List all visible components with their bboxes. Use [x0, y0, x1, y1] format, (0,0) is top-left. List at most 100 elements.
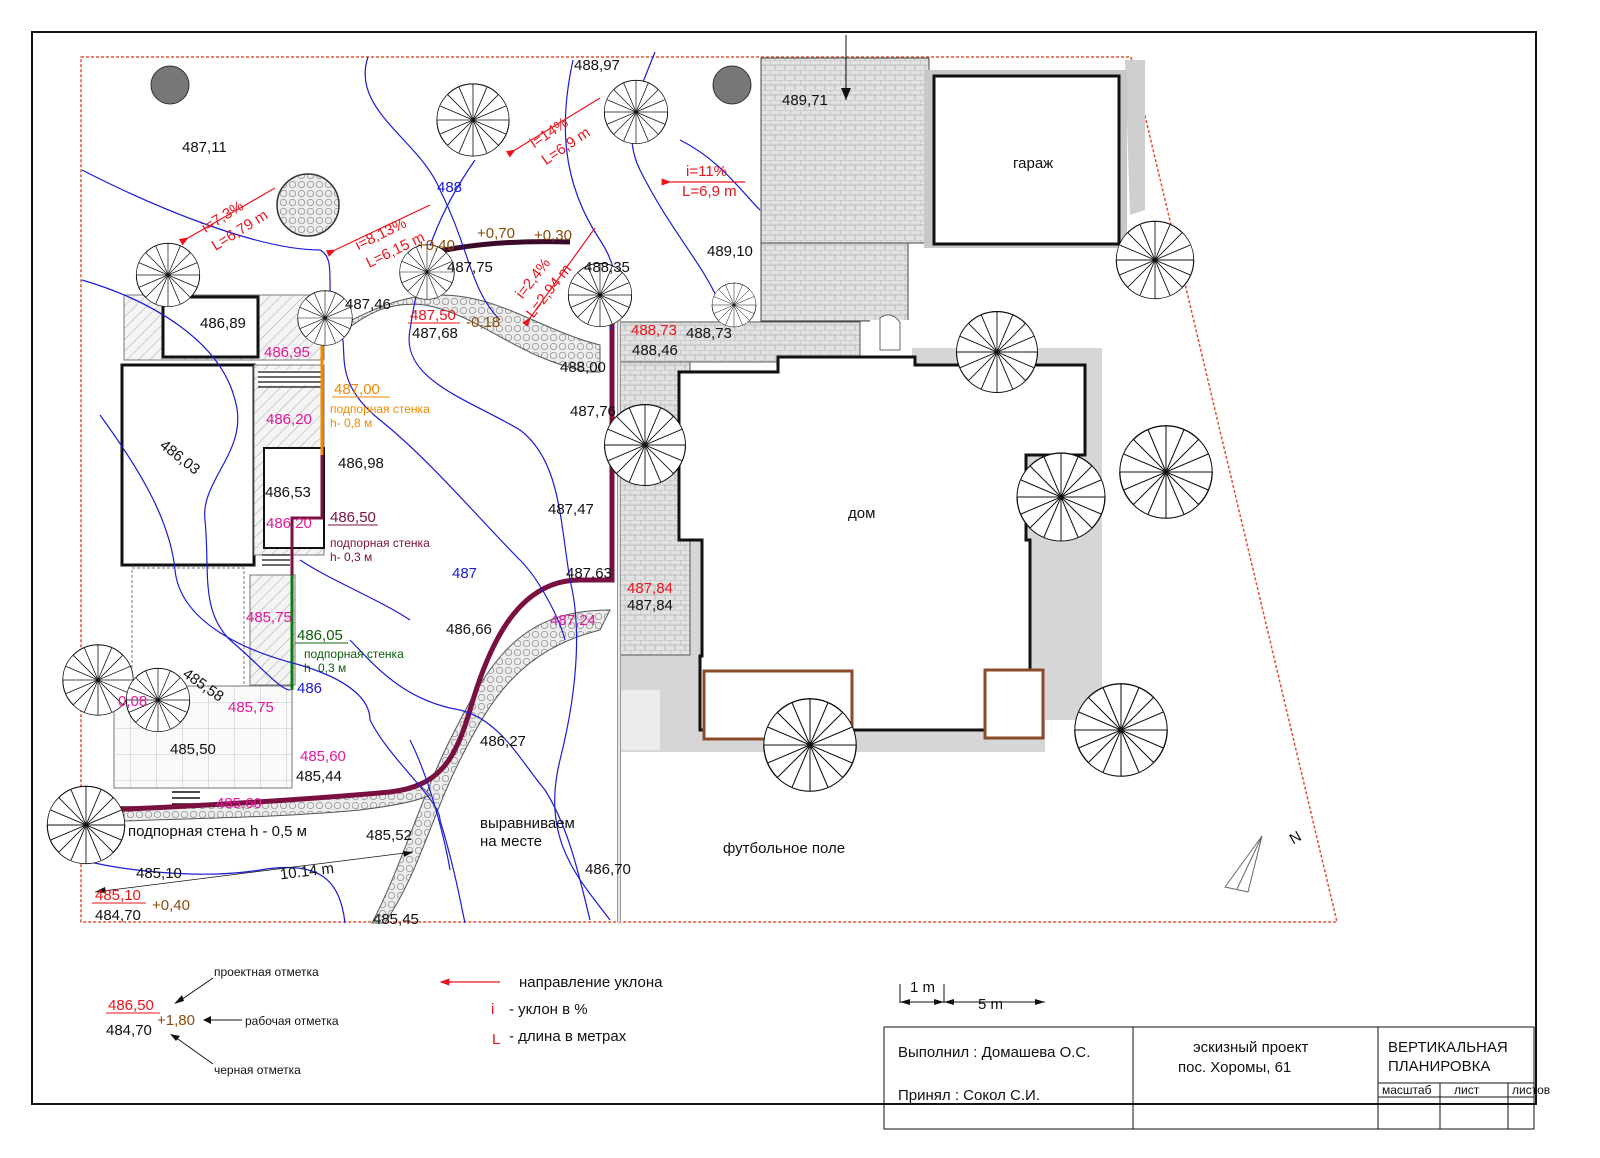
- scale-1m: 1 m: [910, 979, 935, 996]
- mark: +0,30: [534, 227, 572, 244]
- mark: +0,40: [417, 237, 455, 254]
- stamp-title-1: ВЕРТИКАЛЬНАЯ: [1388, 1039, 1508, 1056]
- legend-slope-dir: направление уклона: [519, 974, 663, 991]
- mark: 485,10: [95, 887, 141, 904]
- mark: 485,75: [228, 699, 274, 716]
- left-building: [120, 363, 256, 567]
- mark: 487,11: [182, 139, 227, 156]
- mark: 486,95: [264, 344, 310, 361]
- mark: 0,08: [118, 693, 147, 710]
- garage-label: гараж: [1013, 155, 1053, 172]
- legend-black: черная отметка: [214, 1063, 301, 1077]
- retaining-wall-main: [83, 322, 615, 814]
- mark: 486,20: [266, 411, 312, 428]
- contour-lines: [81, 51, 761, 924]
- house-label: дом: [848, 505, 875, 522]
- mark: +0,70: [477, 225, 515, 242]
- mark: 487,68: [412, 325, 458, 342]
- mark: 486,89: [200, 315, 246, 332]
- mark: 485,52: [366, 827, 412, 844]
- wall-title: подпорная стенка: [304, 647, 404, 661]
- stamp-project-2: пос. Хоромы, 61: [1178, 1059, 1291, 1076]
- stamp-sheet: лист: [1454, 1083, 1480, 1097]
- mark: 486,66: [446, 621, 492, 638]
- level-label-2: на месте: [480, 833, 542, 850]
- mark: 485,60: [216, 795, 262, 812]
- level-label: выравниваем: [480, 815, 575, 832]
- stamp-accepted-by: Принял : Сокол С.И.: [898, 1087, 1040, 1104]
- slope-L: L=6,9 m: [682, 183, 737, 200]
- mark: 488,73: [686, 325, 732, 342]
- legend-work: рабочая отметка: [245, 1014, 339, 1028]
- contour-label: 487: [452, 565, 477, 582]
- mark: 488,46: [632, 342, 678, 359]
- football-label: футбольное поле: [723, 840, 845, 857]
- mark: 485,60: [300, 748, 346, 765]
- mark: 486,70: [585, 861, 631, 878]
- mark: 487,84: [627, 597, 673, 614]
- mark: 486,27: [480, 733, 526, 750]
- terrace-right: [983, 668, 1045, 740]
- wall-mark: 486,05: [297, 627, 343, 644]
- legend-black-value: 484,70: [106, 1022, 152, 1039]
- design-marks: 487,50 488,73 486,95 486,20 486,20 487,8…: [92, 307, 677, 904]
- scale-5m: 5 m: [978, 996, 1003, 1013]
- mark: 489,71: [782, 92, 828, 109]
- mark: 488,73: [631, 322, 677, 339]
- mark: 489,10: [707, 243, 753, 260]
- legend-L-symbol: L: [492, 1031, 500, 1048]
- wall-title: подпорная стенка: [330, 402, 430, 416]
- mark: 486,20: [266, 515, 312, 532]
- mark: 487,76: [570, 403, 616, 420]
- mark: 487,50: [410, 307, 456, 324]
- mark: 487,63: [566, 565, 612, 582]
- contour-label: 486: [297, 680, 322, 697]
- mark: 485,44: [296, 768, 342, 785]
- legend-i-text: - уклон в %: [509, 1001, 588, 1018]
- mark: 485,10: [136, 865, 182, 882]
- main-wall-label: подпорная стена h - 0,5 м: [128, 823, 307, 840]
- mark: 487,75: [447, 259, 493, 276]
- sheet-frame: [31, 31, 1537, 1105]
- mark: 485,50: [170, 741, 216, 758]
- wall-height: h- 0,3 м: [330, 550, 372, 564]
- mark: 488,35: [584, 259, 630, 276]
- mark: 484,70: [95, 907, 141, 924]
- mark: 487,47: [548, 501, 594, 518]
- mark: -0,18: [466, 314, 500, 331]
- mark: 485,75: [246, 609, 292, 626]
- mark: +0,40: [152, 897, 190, 914]
- wall-mark: 486,50: [330, 509, 376, 526]
- legend-design-value: 486,50: [108, 997, 154, 1014]
- title-block: [883, 1026, 1535, 1130]
- legend-L-text: - длина в метрах: [509, 1028, 627, 1045]
- slope-labels: i=7,3% L=6,79 m i=8,13% L=6,15 m i=14% L…: [199, 114, 737, 321]
- paving-garage: [760, 57, 930, 244]
- stamp-scale: масштаб: [1382, 1083, 1432, 1097]
- north-label: N: [1287, 828, 1305, 848]
- garage: [932, 74, 1121, 246]
- dimension-label: 10.14 m: [279, 860, 335, 883]
- work-marks: +0,40 +0,70 +0,30 -0,18 +0,40: [152, 225, 572, 914]
- legend-work-value: +1,80: [157, 1012, 195, 1029]
- mark: 486,53: [265, 484, 311, 501]
- stamp-sheets: листов: [1512, 1083, 1550, 1097]
- mark: 486,98: [338, 455, 384, 472]
- wall-mark: 487,00: [334, 381, 380, 398]
- mark: 487,46: [345, 296, 391, 313]
- wall-height: h- 0,8 м: [330, 416, 372, 430]
- wall-height: h- 0,3 м: [304, 661, 346, 675]
- legend-design: проектная отметка: [214, 965, 319, 979]
- stamp-title-2: ПЛАНИРОВКА: [1388, 1058, 1490, 1075]
- mark: 487,84: [627, 580, 673, 597]
- contour-label: 488: [437, 179, 462, 196]
- slope-i: i=11%: [686, 163, 727, 180]
- stamp-project-1: эскизный проект: [1193, 1039, 1308, 1056]
- mark: 488,97: [574, 57, 620, 74]
- stamp-made-by: Выполнил : Домашева О.С.: [898, 1044, 1090, 1061]
- mark: 487,24: [550, 612, 596, 629]
- wall-title: подпорная стенка: [330, 536, 430, 550]
- legend-i-symbol: i: [491, 1001, 494, 1018]
- mark: 488,00: [560, 359, 606, 376]
